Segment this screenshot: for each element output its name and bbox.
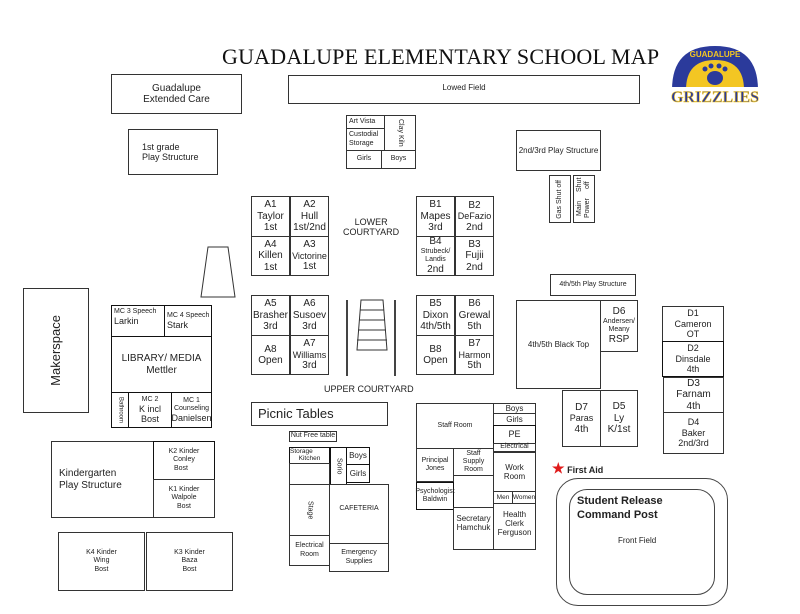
restroom-girls-cafe: Girls [346,464,370,483]
lowed-field: Lowed Field [288,75,640,104]
bathroom: Bathroom [111,392,129,428]
play-structure-4th-5th: 4th/5th Play Structure [550,274,636,296]
front-field-track [556,478,728,606]
bear-paw-icon [702,63,728,85]
cafeteria-main: CAFETERIA [329,484,389,544]
picnic-tables: Picnic Tables [251,402,388,426]
staff-room: Staff Room [416,403,494,449]
upper-courtyard-label: UPPER COURTYARD [324,384,414,394]
restroom-boys-cafe: Boys [346,447,370,465]
pe-room: PE [493,425,536,444]
grizzlies-logo: GUADALUPE GRIZZLIES [660,40,770,108]
front-field-label: Front Field [618,536,657,545]
blacktop-4th-5th: 4th/5th Black Top [516,300,601,389]
makerspace: Makerspace [23,288,89,413]
railing-right [394,300,396,376]
electrical-office: Electrical [493,443,536,452]
cafeteria-storage-lower [289,463,330,485]
restroom-girls-top: Girls [346,150,382,169]
office-hallway [453,475,494,508]
star-icon: ★ [552,460,565,476]
art-vista: Art Vista [346,115,385,129]
extended-care: Guadalupe Extended Care [111,74,242,114]
play-structure-2nd-3rd: 2nd/3rd Play Structure [516,130,601,171]
sorio: Sorio [330,447,347,485]
clay-kiln: Clay Kiln [384,115,416,151]
first-grade-play-structure: 1st grade Play Structure [128,129,218,175]
gas-shutoff: Gas Shut off [549,175,571,223]
railing-left [346,300,348,376]
ramp-icon [200,246,236,298]
stage: Stage [289,484,330,536]
logo-top-text: GUADALUPE [690,50,741,59]
restroom-boys-top: Boys [381,150,416,169]
stairs-icon [356,299,388,351]
first-aid: ★ First Aid [552,460,604,476]
nut-free-table: Nut Free table [289,431,337,442]
logo-main-text: GRIZZLIES [671,89,759,106]
page-title: GUADALUPE ELEMENTARY SCHOOL MAP [222,44,660,69]
